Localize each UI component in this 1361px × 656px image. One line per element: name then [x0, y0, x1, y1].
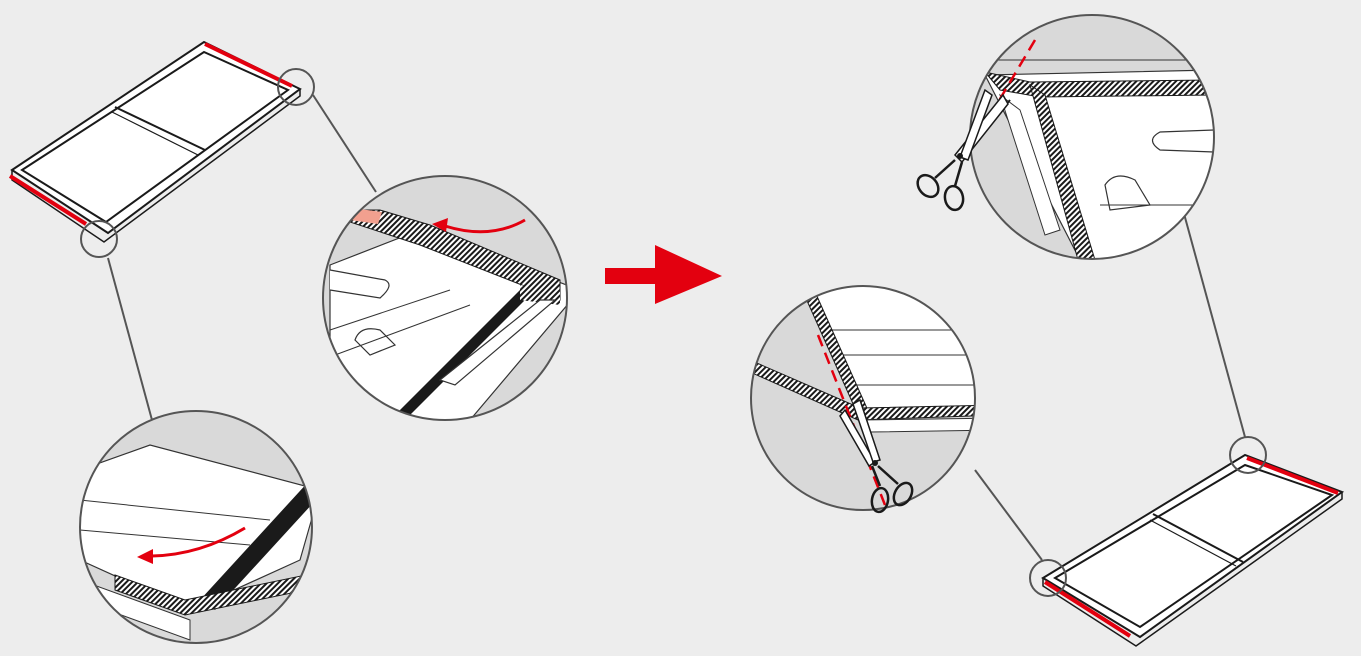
detail-side-cut: [750, 280, 1000, 513]
step-2-group: [750, 15, 1342, 646]
window-frame-left: [10, 42, 300, 242]
connector-line-top: [313, 95, 376, 192]
connector-line-bottom: [108, 258, 152, 420]
detail-bottom-corner: [80, 411, 330, 643]
step-1-group: [10, 42, 580, 643]
detail-top-corner: [323, 176, 580, 420]
detail-top-cut: [913, 15, 1215, 260]
window-frame-right: [1043, 455, 1342, 646]
connector-line-left: [975, 470, 1042, 560]
right-arrow-icon: [605, 245, 722, 304]
connector-line-right: [1183, 210, 1245, 437]
